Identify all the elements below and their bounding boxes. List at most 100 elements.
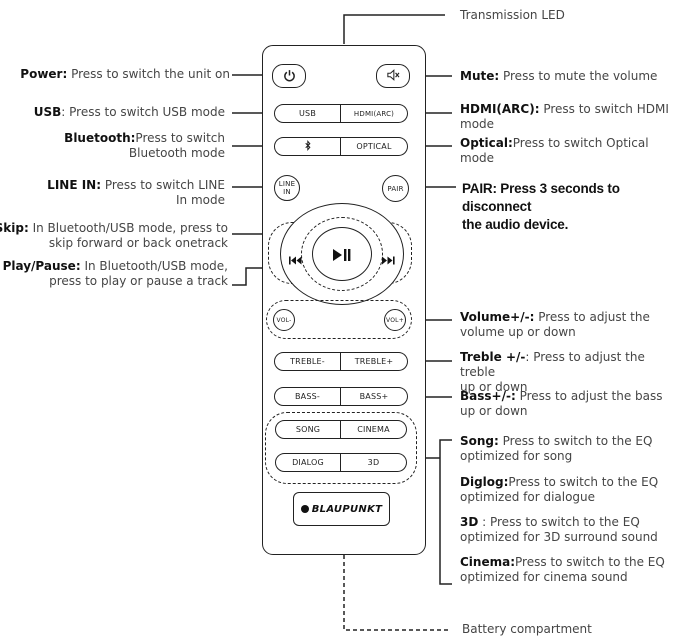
3d-label-desc-2: optimized for 3D surround sound: [460, 530, 658, 544]
cinema-label-desc-1: Press to switch to the EQ: [515, 555, 665, 569]
cinema-label-desc-2: optimized for cinema sound: [460, 570, 628, 584]
pair-label: PAIR: Press 3 seconds to disconnect the …: [462, 180, 682, 234]
usb-label-desc: : Press to switch USB mode: [61, 105, 225, 119]
power-label: Power: Press to switch the unit on: [0, 67, 230, 82]
play-pause-label-desc-2: press to play or pause a track: [49, 274, 228, 288]
skip-label: Skip: In Bluetooth/USB mode, press to sk…: [0, 221, 228, 251]
bluetooth-label-desc-2: Bluetooth mode: [128, 146, 225, 160]
pair-label-desc-1: : Press 3 seconds to disconnect: [462, 181, 620, 214]
optical-label-title: Optical:: [460, 136, 513, 150]
skip-label-title: Skip:: [0, 221, 29, 235]
usb-button[interactable]: USB: [274, 104, 341, 123]
hdmi-arc-button-label: HDMI(ARC): [353, 109, 395, 118]
hdmi-label-title: HDMI(ARC):: [460, 102, 540, 116]
line-in-label-title: LINE IN:: [47, 178, 102, 192]
power-label-title: Power:: [20, 67, 68, 81]
cinema-button[interactable]: CINEMA: [341, 420, 407, 439]
power-label-desc: Press to switch the unit on: [67, 67, 230, 81]
play-pause-label-title: Play/Pause:: [2, 259, 81, 273]
optical-button[interactable]: OPTICAL: [341, 137, 408, 156]
bluetooth-label-title: Bluetooth:: [64, 131, 136, 145]
volume-label-desc-1: Press to adjust the: [534, 310, 650, 324]
skip-label-desc-1: In Bluetooth/USB mode, press to: [28, 221, 228, 235]
brand-logo: BLAUPUNKT: [293, 492, 390, 526]
treble-label-desc-2: up or down: [460, 380, 528, 394]
hdmi-label-desc-1: Press to switch HDMI: [539, 102, 669, 116]
pair-button-label: PAIR: [387, 184, 404, 193]
brand-name: BLAUPUNKT: [311, 503, 383, 515]
bass-down-button[interactable]: BASS-: [274, 387, 341, 406]
battery-label: Battery compartment: [462, 622, 592, 636]
volume-label: Volume+/-: Press to adjust the volume up…: [460, 310, 680, 340]
line-in-label-bottom: IN: [283, 188, 291, 196]
treble-up-button[interactable]: TREBLE+: [341, 352, 408, 371]
mute-label: Mute: Press to mute the volume: [460, 69, 657, 84]
3d-button-label: 3D: [367, 458, 380, 467]
skip-back-icon[interactable]: [289, 250, 303, 269]
eq-group-outline: [265, 412, 417, 484]
line-in-label-desc-2: In mode: [176, 193, 225, 207]
dialog-label: Diglog:Press to switch to the EQ optimiz…: [460, 475, 680, 505]
line-in-label: LINE IN: Press to switch LINE In mode: [0, 178, 225, 208]
volume-up-button[interactable]: VOL+: [384, 309, 406, 331]
line-in-button[interactable]: LINE IN: [274, 175, 300, 201]
mute-button[interactable]: [376, 64, 410, 88]
hdmi-label: HDMI(ARC): Press to switch HDMI mode: [460, 102, 680, 132]
3d-label-desc-1: : Press to switch to the EQ: [478, 515, 640, 529]
bluetooth-icon: [304, 140, 312, 153]
line-in-label-desc-1: Press to switch LINE: [101, 178, 225, 192]
optical-button-label: OPTICAL: [356, 142, 392, 151]
skip-forward-icon[interactable]: [381, 250, 395, 269]
treble-label-title: Treble +/-: [460, 350, 526, 364]
bass-up-button[interactable]: BASS+: [341, 387, 408, 406]
bass-label-desc-1: Press to adjust the bass: [515, 389, 663, 403]
brand-dot-icon: [300, 505, 309, 513]
3d-label-title: 3D: [460, 515, 479, 529]
bluetooth-button[interactable]: [274, 137, 341, 156]
treble-down-label: TREBLE-: [290, 357, 325, 366]
dialog-button[interactable]: DIALOG: [275, 453, 341, 472]
power-icon: [283, 69, 296, 84]
bass-label: Bass+/-: Press to adjust the bass up or …: [460, 389, 680, 419]
bass-down-label: BASS-: [294, 392, 320, 401]
pair-button[interactable]: PAIR: [382, 175, 409, 202]
play-pause-icon: [332, 247, 352, 266]
play-pause-button[interactable]: [312, 227, 372, 281]
treble-label: Treble +/-: Press to adjust the treble u…: [460, 350, 680, 395]
usb-label-title: USB: [33, 105, 62, 119]
volume-down-button[interactable]: VOL-: [273, 309, 295, 331]
mute-icon: [386, 69, 400, 83]
hdmi-arc-button[interactable]: HDMI(ARC): [341, 104, 408, 123]
song-label: Song: Press to switch to the EQ optimize…: [460, 434, 680, 464]
pair-label-desc-2: the audio device.: [462, 217, 569, 232]
line-in-label-top: LINE: [278, 180, 296, 188]
optical-label-desc-2: mode: [460, 151, 495, 165]
treble-down-button[interactable]: TREBLE-: [274, 352, 341, 371]
treble-label-desc-1: : Press to adjust the treble: [460, 350, 645, 379]
3d-button[interactable]: 3D: [341, 453, 407, 472]
pair-label-title: PAIR: [462, 181, 493, 196]
volume-label-desc-2: volume up or down: [460, 325, 576, 339]
usb-button-label: USB: [298, 109, 317, 118]
song-label-title: Song:: [460, 434, 499, 448]
transmission-led-label: Transmission LED: [460, 8, 565, 22]
song-label-desc-1: Press to switch to the EQ: [498, 434, 653, 448]
power-button[interactable]: [272, 64, 306, 88]
song-label-desc-2: optimized for song: [460, 449, 573, 463]
optical-label: Optical:Press to switch Optical mode: [460, 136, 680, 166]
mute-label-title: Mute:: [460, 69, 500, 83]
song-button[interactable]: SONG: [275, 420, 341, 439]
optical-label-desc-1: Press to switch Optical: [512, 136, 649, 150]
mute-label-desc: Press to mute the volume: [499, 69, 658, 83]
dialog-button-label: DIALOG: [292, 458, 324, 467]
play-pause-outline: [301, 217, 383, 291]
treble-up-label: TREBLE+: [354, 357, 394, 366]
song-button-label: SONG: [295, 425, 321, 434]
volume-up-label: VOL+: [386, 316, 404, 324]
cinema-label-title: Cinema:: [460, 555, 516, 569]
dialog-label-desc-2: optimized for dialogue: [460, 490, 596, 504]
hdmi-label-desc-2: mode: [460, 117, 495, 131]
bluetooth-label: Bluetooth:Press to switch Bluetooth mode: [0, 131, 225, 161]
dialog-label-title: Diglog:: [460, 475, 509, 489]
